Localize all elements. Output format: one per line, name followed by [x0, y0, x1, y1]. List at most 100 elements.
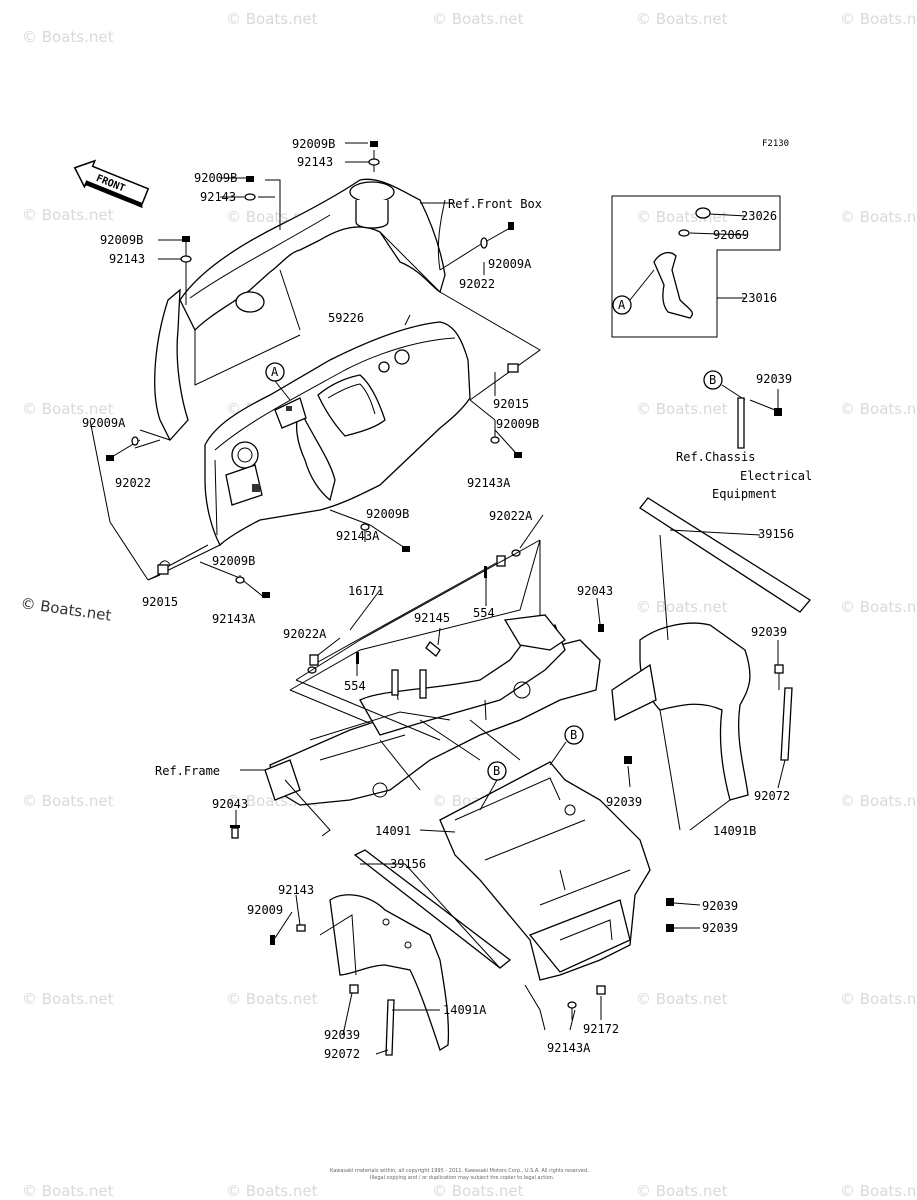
label-ref-chassis: Ref.Chassis: [676, 450, 755, 464]
watermark: © Boats.net: [840, 792, 917, 810]
watermark: © Boats.net: [840, 598, 917, 616]
callout-b-floor: B B: [479, 725, 584, 811]
label-leaders: [158, 142, 786, 1055]
label-554: 554: [344, 679, 366, 693]
label-92022: 92022: [459, 277, 495, 291]
watermark: © Boats.net: [840, 208, 917, 226]
watermark: © Boats.net: [226, 1182, 318, 1200]
part-labels: 92009B 92143 92009B 92143 Ref.Front Box …: [82, 137, 812, 1061]
label-59226: 59226: [328, 311, 364, 325]
label-92009: 92009: [247, 903, 283, 917]
label-electrical: Electrical: [740, 469, 812, 483]
label-14091B: 14091B: [713, 824, 756, 838]
label-92015: 92015: [493, 397, 529, 411]
inset-23016: A: [611, 195, 781, 338]
label-92039: 92039: [702, 899, 738, 913]
watermark: © Boats.net: [840, 400, 917, 418]
watermark: © Boats.net: [22, 792, 114, 810]
strip-39156-right: [639, 497, 811, 613]
label-14091A: 14091A: [443, 1003, 487, 1017]
callout-a: A: [271, 365, 279, 379]
front-arrow-icon: FRONT: [73, 159, 150, 209]
watermark: © Boats.net: [636, 400, 728, 418]
watermark: © Boats.net: [22, 400, 114, 418]
label-92009B: 92009B: [194, 171, 237, 185]
label-92009A: 92009A: [488, 257, 532, 271]
label-equipment: Equipment: [712, 487, 777, 501]
label-92039: 92039: [756, 372, 792, 386]
label-92143: 92143: [297, 155, 333, 169]
watermark-dark: © Boats.net: [19, 594, 112, 625]
figure-code: F2130: [762, 139, 789, 149]
watermark: © Boats.net: [840, 990, 917, 1008]
callout-b: B: [493, 764, 500, 778]
label-14091: 14091: [375, 824, 411, 838]
label-92143A: 92143A: [467, 476, 511, 490]
callout-a-inset: A: [618, 298, 626, 312]
label-92022A: 92022A: [283, 627, 327, 641]
ref-chassis-group: B: [703, 370, 782, 449]
label-23026: 23026: [741, 209, 777, 223]
label-92039: 92039: [702, 921, 738, 935]
label-23016: 23016: [741, 291, 777, 305]
copyright-line-1: Kawasaki materials within, all copyright…: [330, 1168, 589, 1174]
frame-assembly: [264, 539, 601, 837]
copyright-line-2: Illegal copying and / or duplication may…: [370, 1175, 555, 1181]
label-92043: 92043: [577, 584, 613, 598]
label-92143: 92143: [278, 883, 314, 897]
label-92172: 92172: [583, 1022, 619, 1036]
label-92143A: 92143A: [336, 529, 380, 543]
floor-panel-14091: [439, 761, 651, 981]
fender-14091B: [611, 534, 793, 831]
watermark: © Boats.net: [22, 990, 114, 1008]
fender-14091A: [270, 849, 576, 1056]
watermark: © Boats.net: [432, 10, 524, 28]
label-39156: 39156: [390, 857, 426, 871]
watermark: © Boats.net: [636, 990, 728, 1008]
label-16171: 16171: [348, 584, 384, 598]
label-92069: 92069: [713, 228, 749, 242]
label-92009B: 92009B: [292, 137, 335, 151]
watermark: © Boats.net: [636, 598, 728, 616]
label-554: 554: [473, 606, 495, 620]
label-92039: 92039: [751, 625, 787, 639]
label-92009B: 92009B: [100, 233, 143, 247]
label-92009A: 92009A: [82, 416, 126, 430]
callout-b: B: [570, 728, 577, 742]
label-92015: 92015: [142, 595, 178, 609]
label-92039: 92039: [606, 795, 642, 809]
fasteners-lower: [230, 624, 674, 1009]
watermark: © Boats.net: [22, 28, 114, 46]
label-92022: 92022: [115, 476, 151, 490]
watermark: © Boats.net: [840, 1182, 917, 1200]
label-92072: 92072: [754, 789, 790, 803]
watermark: © Boats.net: [22, 1182, 114, 1200]
label-92143A: 92143A: [212, 612, 256, 626]
cable-16171: [295, 539, 541, 741]
label-92143: 92143: [200, 190, 236, 204]
watermark: © Boats.net: [22, 206, 114, 224]
label-92143A: 92143A: [547, 1041, 591, 1055]
dashboard-panel-59226: [204, 321, 471, 547]
watermark: © Boats.net: [226, 990, 318, 1008]
label-92043: 92043: [212, 797, 248, 811]
label-92145: 92145: [414, 611, 450, 625]
watermark: © Boats.net: [636, 10, 728, 28]
label-92009B: 92009B: [496, 417, 539, 431]
fasteners-upper: [106, 141, 522, 598]
label-92039: 92039: [324, 1028, 360, 1042]
label-ref-front-box: Ref.Front Box: [448, 197, 542, 211]
watermark: © Boats.net: [636, 1182, 728, 1200]
watermark: © Boats.net: [226, 10, 318, 28]
watermark: © Boats.net: [636, 208, 728, 226]
label-92022A: 92022A: [489, 509, 533, 523]
label-ref-frame: Ref.Frame: [155, 764, 220, 778]
label-92143: 92143: [109, 252, 145, 266]
callout-b: B: [709, 373, 716, 387]
label-92072: 92072: [324, 1047, 360, 1061]
label-39156: 39156: [758, 527, 794, 541]
label-92009B: 92009B: [366, 507, 409, 521]
dash-upper-panel: [154, 178, 446, 442]
label-92009B: 92009B: [212, 554, 255, 568]
